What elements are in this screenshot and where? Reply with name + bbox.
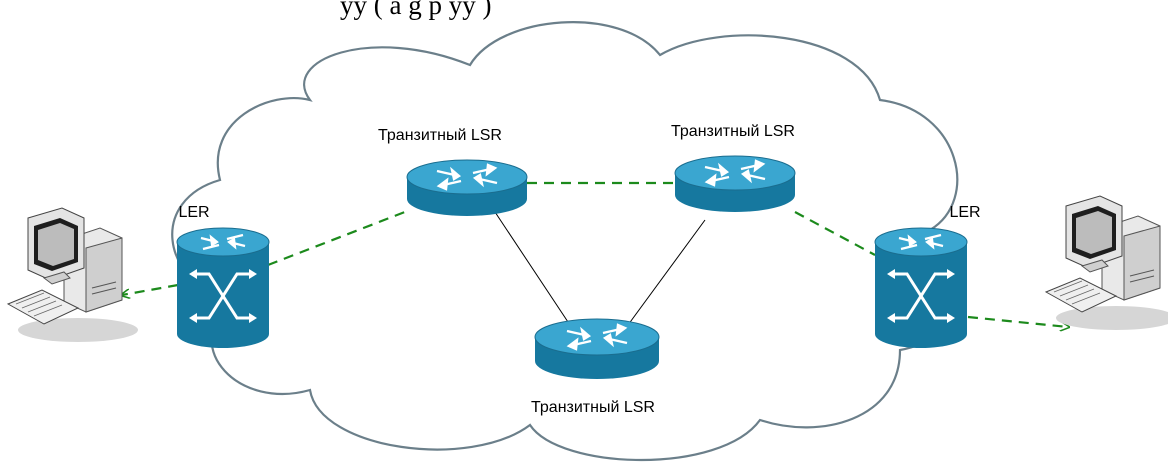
label-ler-left: LER: [178, 204, 209, 221]
ler-icon-left: [176, 227, 270, 348]
link-transit-left-to-bottom: [494, 211, 571, 326]
ler-icon-right: [874, 227, 968, 348]
network-cloud: [171, 21, 959, 461]
router-icon-transit-bottom: [534, 318, 660, 379]
router-icon-transit-top-left: [406, 159, 528, 216]
workstation-icon-right: [1044, 195, 1168, 330]
label-transit-top-right: Транзитный LSR: [671, 123, 795, 140]
lsp-segment-transit-to-ler-right: [794, 211, 876, 256]
lsp-path: [122, 181, 1068, 327]
lsp-segment-ler-left-to-transit: [267, 208, 411, 267]
link-transit-right-to-bottom: [627, 219, 706, 326]
workstation-icon-left: [6, 207, 138, 342]
lsp-segment-ler-to-host-left: [122, 283, 179, 295]
lsp-segment-ler-to-host-right: [967, 315, 1068, 327]
page-caption: уу ( а g р уу ): [340, 0, 491, 20]
label-transit-top-left: Транзитный LSR: [378, 127, 502, 144]
label-ler-right: LER: [949, 204, 980, 221]
router-icon-transit-top-right: [674, 155, 796, 212]
label-transit-bottom: Транзитный LSR: [531, 399, 655, 416]
